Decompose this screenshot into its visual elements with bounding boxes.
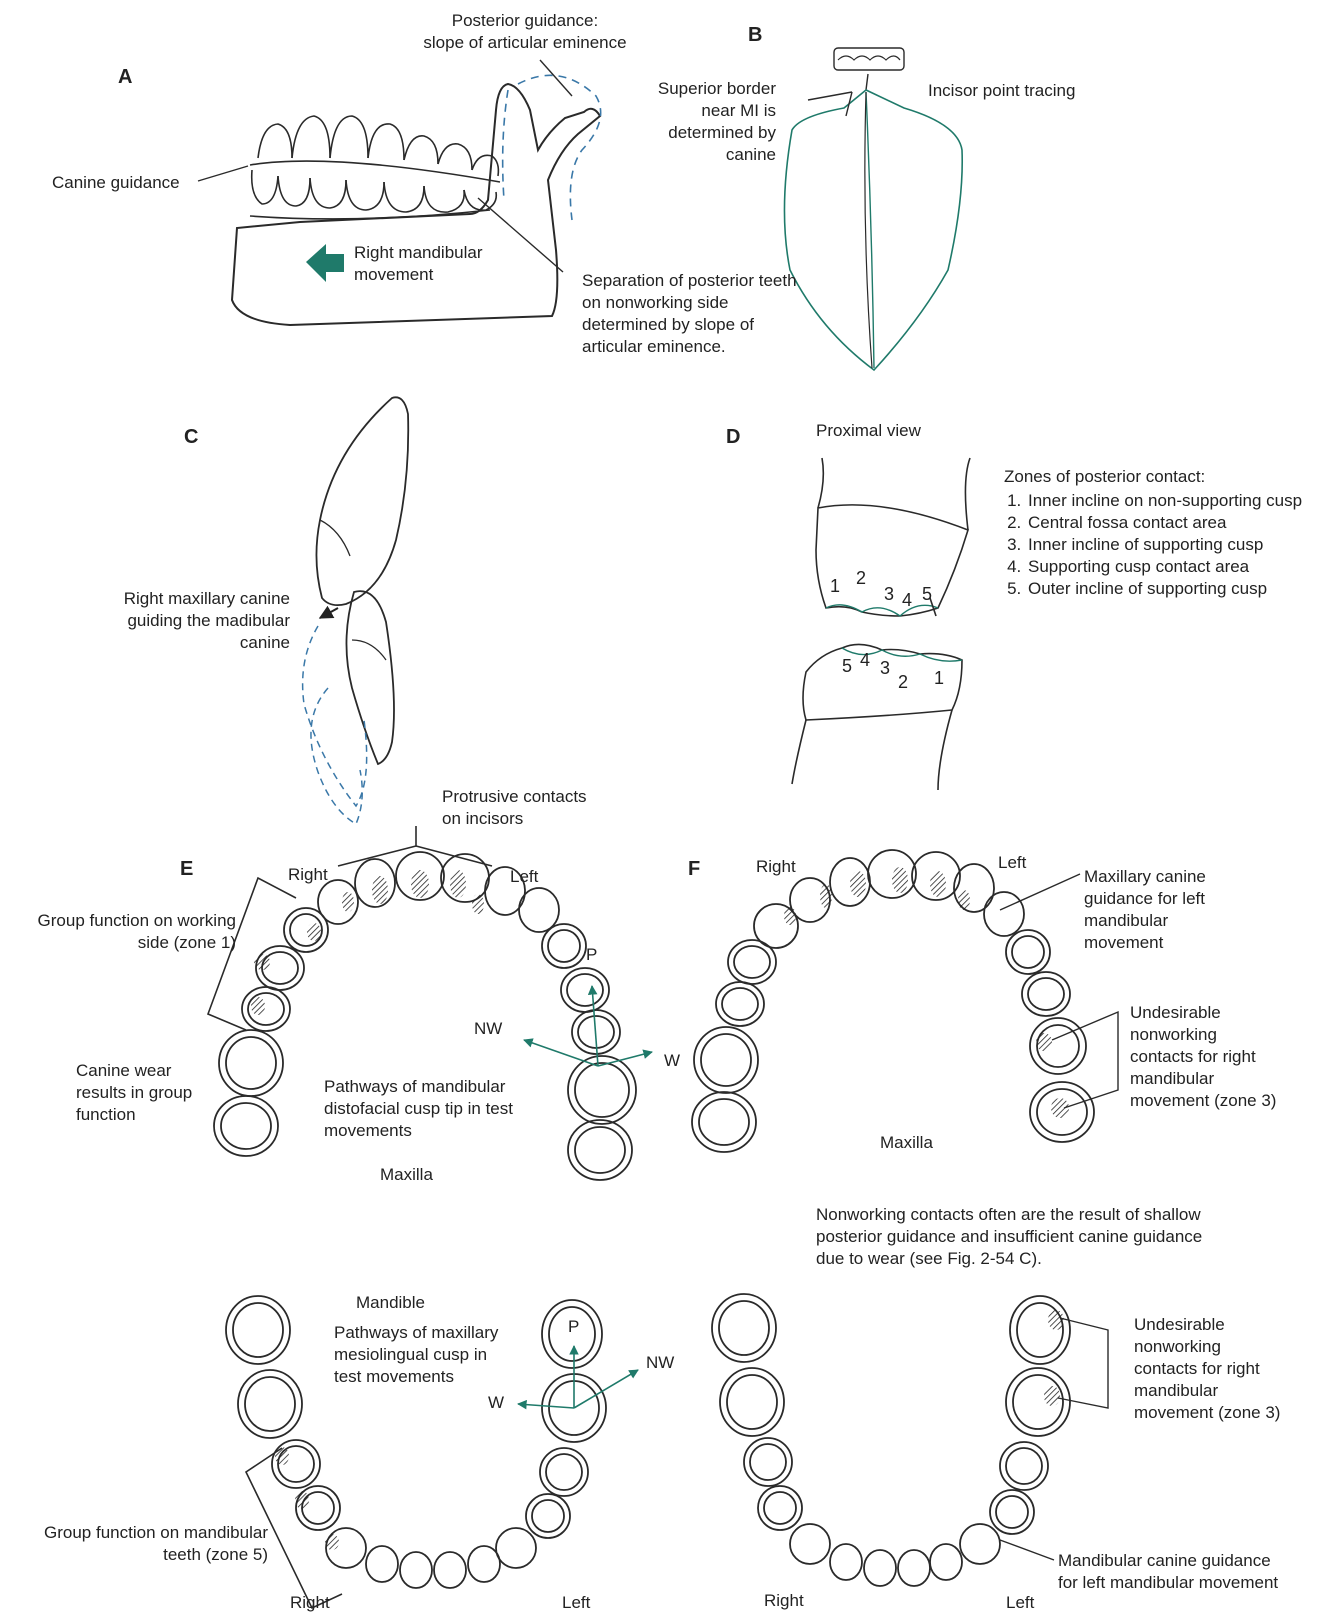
mandibular-canine-dashed-1 xyxy=(303,626,367,806)
label-left: Left xyxy=(998,852,1026,874)
pathway-arrows-mandible xyxy=(518,1346,638,1408)
zone-item: Supporting cusp contact area xyxy=(1026,556,1304,578)
zone-item: Outer incline of supporting cusp xyxy=(1026,578,1304,600)
zone-number-upper: 2 xyxy=(856,568,866,589)
label-nw: NW xyxy=(474,1018,502,1040)
label-w: W xyxy=(664,1050,680,1072)
label-right-mandibular-movement: Right mandibular movement xyxy=(354,242,483,286)
label-canine-wear: Canine wear results in group function xyxy=(76,1060,192,1126)
label-pathways-mandibular: Pathways of mandibular distofacial cusp … xyxy=(324,1076,513,1142)
panel-d-drawing xyxy=(792,458,970,790)
label-group-function-working: Group function on working side (zone 1) xyxy=(8,910,236,954)
zone-number-lower: 4 xyxy=(860,650,870,671)
label-incisor-point-tracing: Incisor point tracing xyxy=(928,80,1075,102)
panel-f-arch xyxy=(692,850,1118,1152)
label-pathways-maxillary: Pathways of maxillary mesiolingual cusp … xyxy=(334,1322,498,1388)
zone-number-lower: 2 xyxy=(898,672,908,693)
zones-list: Zones of posterior contact: Inner inclin… xyxy=(1004,466,1304,600)
label-w: W xyxy=(488,1392,504,1414)
hatched-contacts-e xyxy=(251,870,484,1015)
zone-number-upper: 3 xyxy=(884,584,894,605)
label-protrusive-contacts: Protrusive contacts on incisors xyxy=(442,786,587,830)
label-right: Right xyxy=(288,864,328,886)
zone-number-lower: 5 xyxy=(842,656,852,677)
label-separation-posterior-teeth: Separation of posterior teeth on nonwork… xyxy=(582,270,797,358)
zone-number-upper: 4 xyxy=(902,590,912,611)
panel-label-e: E xyxy=(180,858,193,881)
mandible-outline xyxy=(232,84,600,325)
pathway-arrows-e xyxy=(524,986,652,1066)
leader-separation xyxy=(478,198,563,272)
label-undesirable-contacts: Undesirable nonworking contacts for righ… xyxy=(1134,1314,1280,1424)
label-posterior-guidance: Posterior guidance: slope of articular e… xyxy=(395,10,655,54)
panel-label-c: C xyxy=(184,426,198,449)
zone-number-upper: 5 xyxy=(922,584,932,605)
label-p: P xyxy=(568,1316,579,1338)
label-maxilla: Maxilla xyxy=(880,1132,933,1154)
label-maxillary-canine-guidance: Maxillary canine guidance for left mandi… xyxy=(1084,866,1206,954)
label-left: Left xyxy=(1006,1592,1034,1614)
hatched-contacts-f xyxy=(784,867,1069,1118)
label-right: Right xyxy=(756,856,796,878)
upper-tooth-root xyxy=(818,458,970,530)
label-left: Left xyxy=(510,866,538,888)
maxillary-canine xyxy=(316,397,408,605)
mandible-right-arch xyxy=(712,1294,1108,1586)
label-undesirable-contacts: Undesirable nonworking contacts for righ… xyxy=(1130,1002,1276,1112)
zone-item: Central fossa contact area xyxy=(1026,512,1304,534)
leader-posterior-guidance xyxy=(540,60,572,96)
label-left: Left xyxy=(562,1592,590,1614)
zones-title: Zones of posterior contact: xyxy=(1004,466,1304,488)
movement-arrow xyxy=(306,244,344,282)
upper-teeth-row xyxy=(250,116,500,182)
leader-superior-border xyxy=(808,92,852,100)
guiding-arrow xyxy=(320,608,338,618)
label-right: Right xyxy=(290,1592,330,1614)
label-mandibular-canine-guidance: Mandibular canine guidance for left mand… xyxy=(1058,1550,1278,1594)
condyle-path-dashed xyxy=(518,75,601,220)
zone-item: Inner incline of supporting cusp xyxy=(1026,534,1304,556)
zone-item: Inner incline on non-supporting cusp xyxy=(1026,490,1304,512)
label-nw: NW xyxy=(646,1352,674,1374)
panel-c-drawing xyxy=(303,397,409,824)
lower-tooth-root xyxy=(792,710,952,790)
label-canine-guiding: Right maxillary canine guiding the madib… xyxy=(80,588,290,654)
label-maxilla: Maxilla xyxy=(380,1164,433,1186)
panel-label-d: D xyxy=(726,426,740,449)
label-superior-border: Superior border near MI is determined by… xyxy=(610,78,776,166)
mandibular-canine xyxy=(346,591,394,764)
label-proximal-view: Proximal view xyxy=(816,420,921,442)
panel-label-a: A xyxy=(118,66,132,89)
label-mandible: Mandible xyxy=(356,1292,425,1314)
panel-label-b: B xyxy=(748,24,762,47)
ramus-dashed xyxy=(503,90,508,200)
zone-number-upper: 1 xyxy=(830,576,840,597)
label-right: Right xyxy=(764,1590,804,1612)
label-p: P xyxy=(586,944,597,966)
label-canine-guidance: Canine guidance xyxy=(52,172,180,194)
note-nonworking-contacts: Nonworking contacts often are the result… xyxy=(816,1204,1202,1270)
zone-number-lower: 1 xyxy=(934,668,944,689)
panel-label-f: F xyxy=(688,858,700,881)
lower-teeth-row xyxy=(250,170,496,219)
leader-canine-guidance xyxy=(198,166,248,181)
label-group-function-mandibular: Group function on mandibular teeth (zone… xyxy=(6,1522,268,1566)
zone-number-lower: 3 xyxy=(880,658,890,679)
